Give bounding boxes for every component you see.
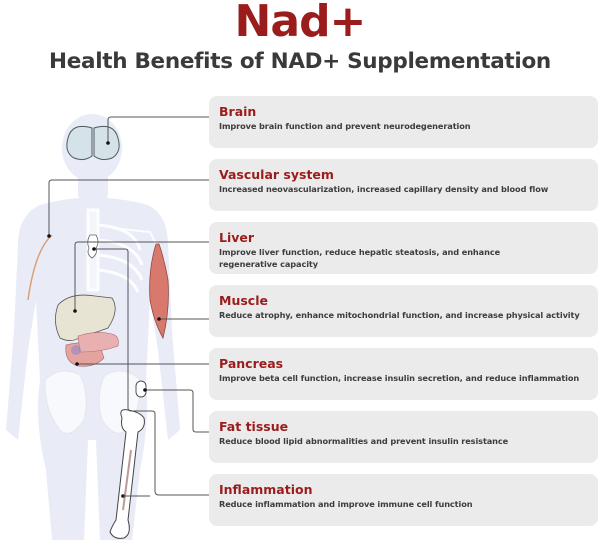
benefit-description: Reduce blood lipid abnormalities and pre… <box>219 436 509 446</box>
benefit-title: Fat tissue <box>219 419 289 434</box>
benefit-title: Muscle <box>219 293 268 308</box>
benefit-title: Liver <box>219 230 255 245</box>
page-subtitle: Health Benefits of NAD+ Supplementation <box>49 49 551 74</box>
benefit-description: Improve beta cell function, increase ins… <box>219 373 580 383</box>
thymus-icon <box>87 234 99 259</box>
connector-dots <box>47 141 161 498</box>
benefit-card-brain: Brain Improve brain function and prevent… <box>209 96 598 148</box>
pancreas-icon <box>65 332 119 367</box>
benefit-card-inflammation: Inflammation Reduce inflammation and imp… <box>209 474 598 526</box>
benefit-card-pancreas: Pancreas Improve beta cell function, inc… <box>209 348 598 400</box>
page-title: Nad+ <box>234 0 367 47</box>
benefit-title: Brain <box>219 104 257 119</box>
benefit-card-vascular-system: Vascular system Increased neovasculariza… <box>209 159 598 211</box>
benefit-title: Inflammation <box>219 482 313 497</box>
benefit-card-muscle: Muscle Reduce atrophy, enhance mitochond… <box>209 285 598 337</box>
brain-icon <box>66 125 120 161</box>
benefit-title: Vascular system <box>219 167 334 182</box>
benefit-card-liver: Liver Improve liver function, reduce hep… <box>209 222 598 274</box>
benefit-description: Reduce atrophy, enhance mitochondrial fu… <box>219 310 580 320</box>
connector-lines <box>48 116 209 496</box>
benefit-description: Increased neovascularization, increased … <box>219 184 549 194</box>
muscle-icon <box>149 243 169 340</box>
benefit-description: Reduce inflammation and improve immune c… <box>219 499 473 509</box>
benefit-card-fat-tissue: Fat tissue Reduce blood lipid abnormalit… <box>209 411 598 463</box>
blood-vessel-icon <box>27 234 53 301</box>
benefit-description: Improve brain function and prevent neuro… <box>219 121 471 131</box>
benefit-title: Pancreas <box>219 356 284 371</box>
benefit-description: Improve liver function, reduce hepatic s… <box>219 247 501 269</box>
